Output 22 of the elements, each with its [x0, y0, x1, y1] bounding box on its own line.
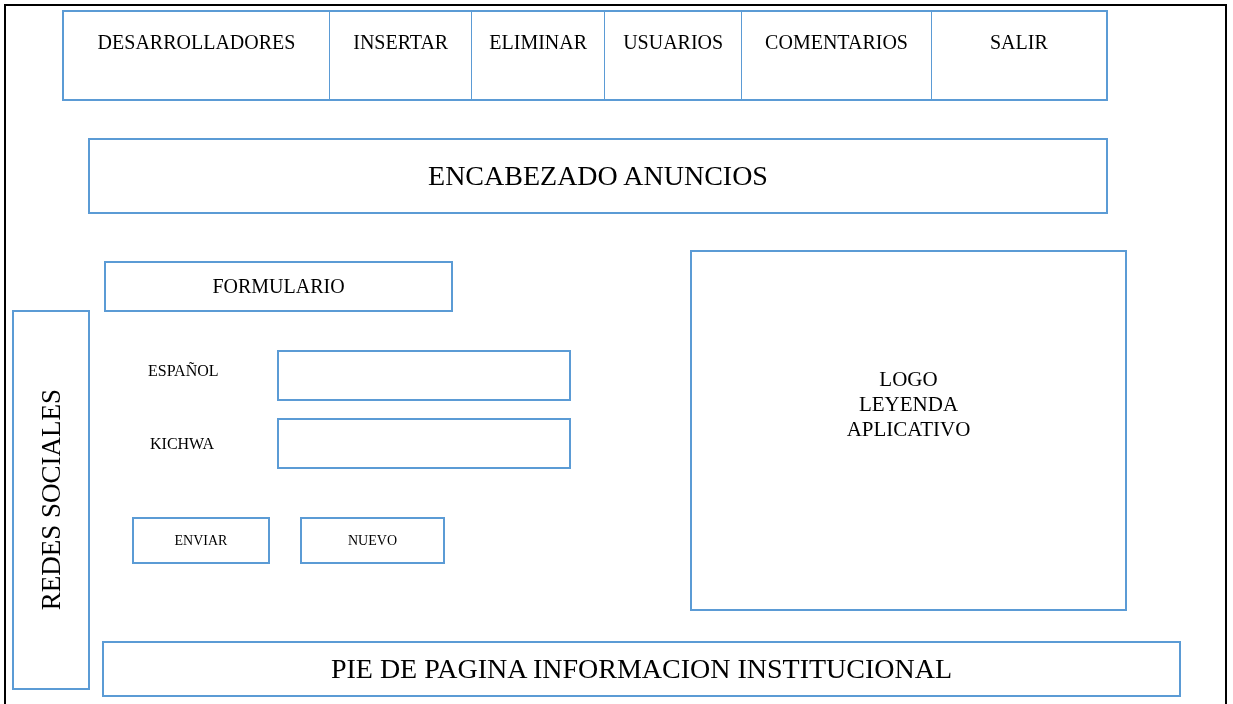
panel-text: APLICATIVO [846, 417, 971, 443]
submit-button: ENVIAR [132, 517, 270, 564]
header-banner: ENCABEZADO ANUNCIOS [88, 138, 1108, 214]
menu-item: INSERTAR [329, 12, 472, 99]
input-field [277, 350, 571, 401]
footer-bar: PIE DE PAGINA INFORMACION INSTITUCIONAL [102, 641, 1181, 697]
menu-item: USUARIOS [603, 12, 742, 99]
panel-text: LEYENDA [858, 392, 959, 418]
menu-item: COMENTARIOS [741, 12, 931, 99]
section-title-box: FORMULARIO [104, 261, 453, 312]
menu-item: SALIR [930, 12, 1106, 99]
reset-button: NUEVO [300, 517, 445, 564]
menu-item: DESARROLLADORES [96, 30, 297, 55]
field-label: ESPAÑOL [148, 362, 219, 380]
menu-item: ELIMINAR [471, 12, 604, 99]
menu-bar [62, 10, 1108, 101]
field-label: KICHWA [150, 435, 214, 453]
panel-title: REDES SOCIALES [35, 389, 67, 611]
content-panel [690, 250, 1127, 611]
sidebar-panel [12, 310, 90, 690]
input-field [277, 418, 571, 469]
panel-text: LOGO [879, 367, 938, 393]
